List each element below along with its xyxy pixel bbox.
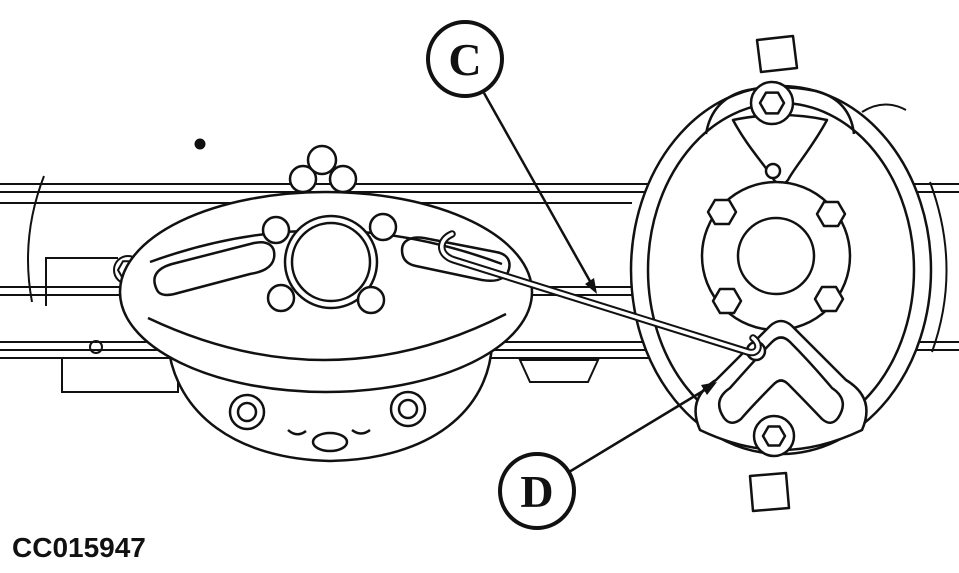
right-top-bolt-hex [758, 91, 786, 115]
frame-left-bracket [45, 257, 118, 306]
left-skirt-bolt-inner [397, 398, 419, 420]
left-top-nut [328, 164, 358, 194]
left-skirt-oval-slot [311, 431, 349, 453]
left-spindle-assembly [118, 144, 534, 463]
left-hub-bolt-hole [261, 215, 291, 245]
right-spindle-hub-inner [736, 216, 816, 296]
frame-mid-trapezoid [518, 359, 600, 383]
left-hub-bolt-hole [368, 212, 398, 242]
frame-topright-curve [861, 103, 907, 113]
callout-d-leader [568, 386, 709, 474]
left-skirt-bolt-inner [236, 401, 258, 423]
left-top-nut [306, 144, 338, 176]
left-hub-bolt-hole [266, 283, 296, 313]
left-kidney-slot [153, 241, 276, 297]
left-hub-bolt-hole [356, 285, 386, 315]
callout-d-label: D [520, 466, 553, 517]
link-rod-core [440, 232, 760, 355]
callout-c-label: C [448, 34, 481, 85]
callout-d: D [498, 382, 717, 530]
callout-c-circle [426, 20, 504, 98]
right-hub-nut [813, 285, 845, 313]
frame-left-step [61, 358, 179, 393]
left-skirt-tick [351, 428, 371, 435]
callout-d-circle [498, 452, 576, 530]
callout-c-leader [482, 92, 593, 284]
right-top-cutout [731, 113, 829, 186]
right-hub-nut [706, 198, 738, 226]
frame-left-edge-curve [27, 175, 45, 303]
right-spindle-assembly [629, 34, 933, 513]
link-rod [438, 230, 762, 357]
right-bottom-bolt-hex [761, 425, 787, 447]
callout-c: C [426, 20, 597, 294]
right-bottom-tab [748, 471, 791, 513]
right-top-tab [755, 34, 799, 74]
right-hub-nut [711, 287, 743, 315]
figure-code: CC015947 [12, 532, 146, 563]
frame-hole [89, 340, 103, 354]
frame-dot [194, 138, 206, 150]
right-hub-nut [815, 200, 847, 228]
callout-c-arrowhead [585, 278, 597, 294]
frame-right-arc [929, 181, 948, 353]
left-skirt-tick [287, 429, 307, 436]
left-spindle-hub-inner [290, 221, 372, 303]
right-kidney-slot [400, 236, 511, 282]
right-top-cutout-hole [764, 162, 782, 180]
left-plate-lower-contour [147, 312, 507, 362]
left-spindle-hub [283, 214, 379, 310]
callout-d-arrowhead [701, 382, 717, 395]
